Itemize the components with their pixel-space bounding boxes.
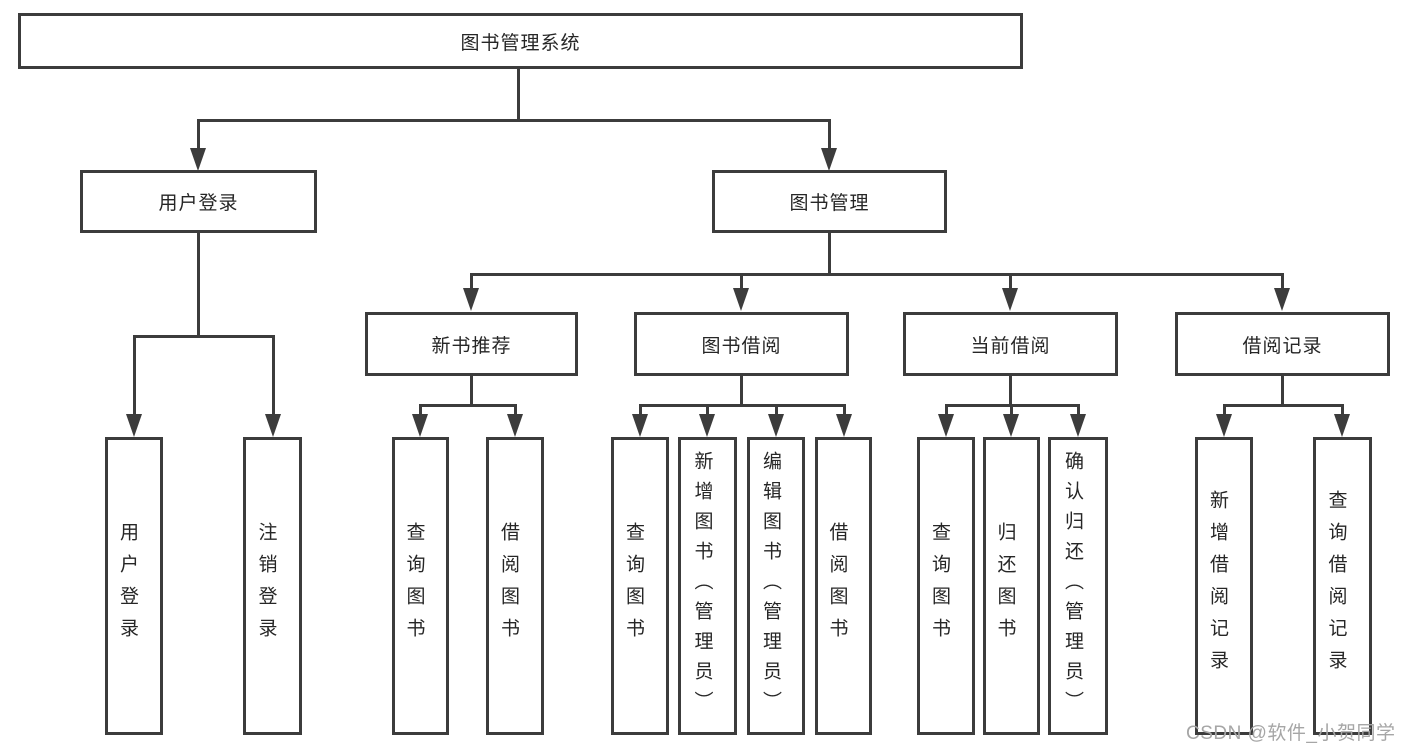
node-label: 图书借阅 [701, 335, 782, 357]
arrowhead-down-icon [938, 414, 954, 437]
node-label: 用户登录 [158, 193, 239, 214]
node-new-book-recommend: 新书推荐 [365, 312, 578, 376]
node-user-login: 用户登录 [80, 170, 317, 233]
arrowhead-down-icon [1274, 288, 1290, 311]
connector-vline [774, 405, 778, 415]
arrowhead-down-icon [412, 414, 428, 437]
connector-vline [271, 336, 275, 416]
node-label: 借阅图书 [826, 522, 848, 650]
node-label: 图书管理系统 [460, 32, 581, 54]
leaf-borrow-books-recommend: 借阅图书 [486, 437, 544, 735]
node-current-borrow: 当前借阅 [903, 312, 1118, 376]
connector-vline [513, 405, 517, 415]
leaf-query-books-current: 查询图书 [917, 437, 975, 735]
node-borrow-records: 借阅记录 [1175, 312, 1390, 376]
connector-vline [1222, 405, 1226, 415]
arrowhead-down-icon [821, 148, 837, 171]
connector-vline [1280, 376, 1284, 407]
arrowhead-down-icon [265, 414, 281, 437]
arrowhead-down-icon [1334, 414, 1350, 437]
connector-hline [132, 334, 275, 338]
leaf-edit-book-admin: 编辑图书（管理员） [747, 437, 805, 735]
connector-vline [196, 233, 200, 337]
arrowhead-down-icon [463, 288, 479, 311]
leaf-logout: 注销登录 [243, 437, 302, 735]
node-label: 借阅记录 [1242, 335, 1323, 357]
connector-vline [1009, 405, 1013, 415]
arrowhead-down-icon [632, 414, 648, 437]
arrowhead-down-icon [733, 288, 749, 311]
connector-vline [132, 336, 136, 416]
connector-vline [842, 405, 846, 415]
arrowhead-down-icon [126, 414, 142, 437]
node-label: 归还图书 [994, 522, 1016, 650]
arrowhead-down-icon [1002, 288, 1018, 311]
node-label: 查询图书 [623, 522, 644, 650]
arrowhead-down-icon [1216, 414, 1232, 437]
connector-vline [516, 69, 520, 121]
node-label: 新增借阅记录 [1207, 490, 1228, 682]
node-label: 图书管理 [789, 193, 870, 214]
arrowhead-down-icon [699, 414, 715, 437]
node-label: 确认归还（管理员） [1062, 451, 1083, 721]
arrowhead-down-icon [190, 148, 206, 171]
connector-vline [1008, 274, 1012, 291]
leaf-add-borrow-record: 新增借阅记录 [1195, 437, 1253, 735]
arrowhead-down-icon [1003, 414, 1019, 437]
connector-vline [196, 120, 200, 150]
connector-vline [1280, 274, 1284, 291]
leaf-add-book-admin: 新增图书（管理员） [678, 437, 737, 735]
leaf-query-books-borrow: 查询图书 [611, 437, 669, 735]
connector-hline [638, 403, 846, 407]
node-label: 查询图书 [929, 522, 950, 650]
connector-vline [638, 405, 642, 415]
node-label: 新书推荐 [431, 335, 512, 357]
leaf-return-book: 归还图书 [983, 437, 1040, 735]
arrowhead-down-icon [836, 414, 852, 437]
connector-hline [418, 403, 517, 407]
arrowhead-down-icon [507, 414, 523, 437]
connector-vline [469, 376, 473, 407]
leaf-user-login: 用户登录 [105, 437, 163, 735]
node-label: 查询借阅记录 [1325, 490, 1347, 682]
connector-hline [196, 118, 831, 122]
connector-vline [1076, 405, 1080, 415]
node-label: 当前借阅 [970, 335, 1051, 357]
node-label: 查询图书 [403, 522, 425, 650]
leaf-query-books-recommend: 查询图书 [392, 437, 449, 735]
connector-vline [827, 120, 831, 150]
connector-hline [469, 272, 1284, 276]
node-label: 注销登录 [255, 522, 277, 650]
node-book-management: 图书管理 [712, 170, 947, 233]
node-label: 编辑图书（管理员） [760, 451, 781, 721]
connector-vline [1340, 405, 1344, 415]
connector-vline [418, 405, 422, 415]
connector-vline [739, 376, 743, 407]
node-label: 新增图书（管理员） [691, 451, 713, 721]
arrowhead-down-icon [768, 414, 784, 437]
watermark: CSDN @软件_小贺同学 [1186, 723, 1396, 744]
connector-hline [1222, 403, 1344, 407]
node-label: 用户登录 [117, 522, 138, 650]
connector-vline [705, 405, 709, 415]
connector-vline [469, 274, 473, 291]
arrowhead-down-icon [1070, 414, 1086, 437]
leaf-borrow-books-2: 借阅图书 [815, 437, 872, 735]
leaf-confirm-return-admin: 确认归还（管理员） [1048, 437, 1108, 735]
node-book-borrow: 图书借阅 [634, 312, 849, 376]
node-root: 图书管理系统 [18, 13, 1023, 69]
connector-vline [944, 405, 948, 415]
connector-vline [739, 274, 743, 291]
leaf-query-borrow-record: 查询借阅记录 [1313, 437, 1372, 735]
connector-vline [1008, 376, 1012, 407]
connector-vline [827, 233, 831, 275]
node-label: 借阅图书 [498, 522, 519, 650]
